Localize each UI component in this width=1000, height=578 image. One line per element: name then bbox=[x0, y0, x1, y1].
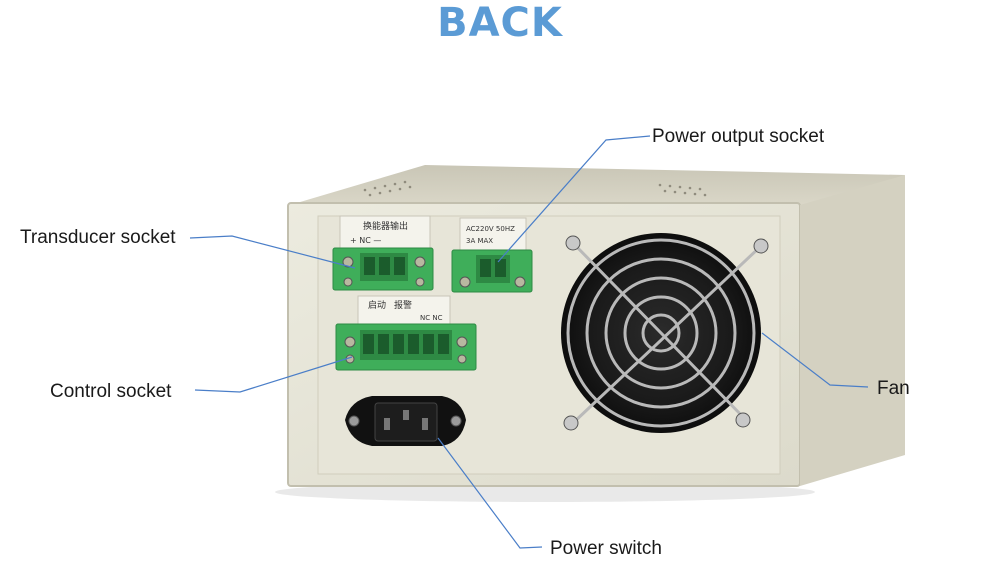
transducer-socket: 换能器输出 + NC — bbox=[332, 215, 434, 291]
label-transducer-socket: Transducer socket bbox=[20, 227, 176, 248]
leader-fan bbox=[761, 332, 869, 388]
label-control-socket: Control socket bbox=[50, 381, 172, 402]
leader-control bbox=[194, 356, 353, 393]
leader-output bbox=[497, 135, 651, 263]
power-inlet bbox=[345, 396, 466, 446]
control-nc-text: NC NC bbox=[420, 314, 443, 322]
label-power-switch: Power switch bbox=[550, 538, 662, 559]
leader-lines bbox=[189, 135, 869, 549]
leader-power bbox=[437, 437, 543, 549]
control-header-1: 启动 bbox=[368, 299, 386, 311]
leader-transducer bbox=[189, 235, 356, 269]
label-power-output-socket: Power output socket bbox=[652, 126, 825, 147]
control-socket: 启动 报警 NC NC bbox=[335, 295, 477, 371]
control-header-2: 报警 bbox=[394, 299, 412, 311]
case-side bbox=[800, 175, 905, 486]
page-title: BACK bbox=[437, 0, 563, 46]
output-rating-2: 3A MAX bbox=[466, 237, 493, 245]
top-vents bbox=[363, 180, 707, 197]
transducer-header-text: 换能器输出 bbox=[363, 220, 408, 232]
power-output-socket: AC220V 50HZ 3A MAX bbox=[451, 217, 533, 293]
label-fan: Fan bbox=[877, 378, 910, 399]
fan-assembly bbox=[561, 233, 769, 433]
output-rating-1: AC220V 50HZ bbox=[466, 225, 515, 233]
transducer-pins-text: + NC — bbox=[350, 236, 381, 245]
